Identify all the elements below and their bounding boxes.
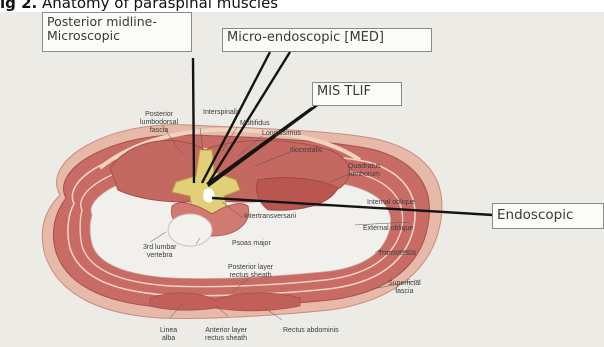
vertebral-foramen (203, 188, 214, 202)
label-linea-alba-l1: Linea (160, 327, 177, 335)
approach-posterior-line1: Posterior midline- (47, 15, 187, 29)
label-lumbar-vertebra-l2: vertebra (143, 252, 176, 260)
label-linea-alba-l2: alba (160, 335, 177, 343)
label-superficial-fascia-l2: fascia (388, 288, 421, 296)
label-iliocostalis: Iliocostalis (290, 147, 322, 155)
approach-med-label: Micro-endoscopic [MED] (227, 30, 384, 45)
label-posterior-rectus-sheath: Posterior layer rectus sheath (228, 264, 273, 280)
label-posterior-fascia-l1: Posterior (140, 111, 178, 119)
label-posterior-fascia-l3: fascia (140, 127, 178, 135)
approach-posterior-midline: Posterior midline- Microscopic (42, 12, 192, 52)
label-anterior-rectus-l2: rectus sheath (205, 335, 247, 343)
label-posterior-fascia-l2: lumbodorsal (140, 119, 178, 127)
label-intertransversarii: Intertransversarii (244, 213, 296, 221)
label-lumbar-vertebra-l1: 3rd lumbar (143, 244, 176, 252)
label-lumbar-vertebra: 3rd lumbar vertebra (143, 244, 176, 260)
approach-micro-endoscopic: Micro-endoscopic [MED] (222, 28, 432, 52)
label-quadratus-l1: Quadratus (348, 163, 381, 171)
label-quadratus-l2: lumborum (348, 171, 381, 179)
label-posterior-rectus-l1: Posterior layer (228, 264, 273, 272)
label-rectus-abdominis: Rectus abdominis (283, 327, 339, 335)
label-longissimus: Longissimus (262, 130, 301, 138)
label-internal-oblique: Internal oblique (367, 199, 415, 207)
label-anterior-rectus-l1: Anterior layer (205, 327, 247, 335)
label-superficial-fascia: Superficial fascia (388, 280, 421, 296)
label-anterior-rectus-sheath: Anterior layer rectus sheath (205, 327, 247, 343)
label-posterior-fascia: Posterior lumbodorsal fascia (140, 111, 178, 135)
label-psoas-major: Psoas major (232, 240, 271, 248)
label-superficial-fascia-l1: Superficial (388, 280, 421, 288)
approach-endoscopic: Endoscopic (492, 203, 604, 229)
label-external-oblique: External oblique (363, 225, 413, 233)
approach-tlif-label: MIS TLIF (317, 84, 371, 99)
label-transversus: Transversus (378, 250, 416, 258)
label-interspinalis: Interspinalis (203, 109, 240, 117)
label-quadratus: Quadratus lumborum (348, 163, 381, 179)
label-multifidus: Multifidus (240, 120, 270, 128)
approach-endoscopic-label: Endoscopic (497, 207, 573, 223)
vertebral-body (168, 214, 212, 246)
label-linea-alba: Linea alba (160, 327, 177, 343)
approach-posterior-line2: Microscopic (47, 29, 187, 43)
approach-mis-tlif: MIS TLIF (312, 82, 402, 106)
label-posterior-rectus-l2: rectus sheath (228, 272, 273, 280)
approach-line-posterior (193, 58, 194, 183)
